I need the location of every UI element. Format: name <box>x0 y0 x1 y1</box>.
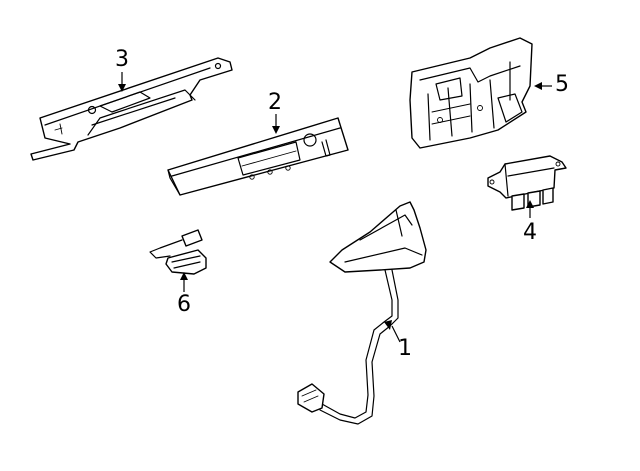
part-4-module <box>487 155 567 218</box>
part-2-radio-module <box>167 114 349 196</box>
callout-2: 2 <box>268 90 282 115</box>
part-1-antenna <box>297 201 427 425</box>
callout-5: 5 <box>555 72 569 97</box>
callout-1: 1 <box>398 336 412 361</box>
callout-6: 6 <box>177 292 191 317</box>
callout-4: 4 <box>523 220 537 245</box>
callout-3: 3 <box>115 47 129 72</box>
part-5-housing <box>409 37 552 149</box>
part-3-bracket <box>30 57 233 161</box>
part-6-sensor <box>149 229 207 292</box>
